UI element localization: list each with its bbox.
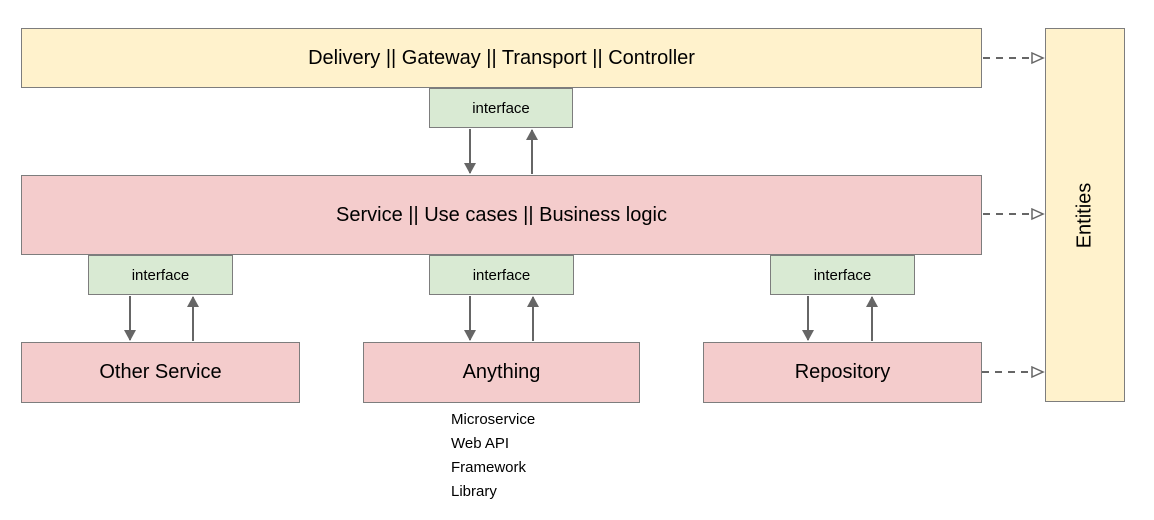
service-layer-label: Service || Use cases || Business logic [336, 203, 667, 226]
entities-label: Entities [1073, 182, 1096, 248]
service-layer-box: Service || Use cases || Business logic [21, 175, 982, 255]
delivery-layer-box: Delivery || Gateway || Transport || Cont… [21, 28, 982, 88]
interface-label-top: interface [472, 99, 530, 117]
anything-example-item: Library [451, 483, 497, 500]
repository-label: Repository [794, 361, 891, 383]
delivery-layer-label: Delivery || Gateway || Transport || Cont… [308, 46, 695, 69]
interface-box-top: interface [429, 88, 573, 128]
interface-label-middle: interface [472, 266, 531, 284]
other-service-box: Other Service [21, 342, 300, 403]
interface-label-right: interface [813, 266, 872, 284]
interface-box-left: interface [88, 255, 233, 295]
repository-box: Repository [703, 342, 982, 403]
entities-box: Entities [1045, 28, 1125, 402]
interface-box-middle: interface [429, 255, 574, 295]
anything-label: Anything [462, 361, 541, 383]
anything-example-item: Web API [451, 435, 510, 452]
anything-example-item: Microservice [451, 411, 536, 428]
anything-examples-list: Microservice Web API Framework Library [451, 408, 535, 504]
anything-box: Anything [363, 342, 640, 403]
other-service-label: Other Service [99, 361, 222, 383]
anything-example-item: Framework [451, 459, 527, 476]
interface-box-right: interface [770, 255, 915, 295]
interface-label-left: interface [131, 266, 190, 284]
